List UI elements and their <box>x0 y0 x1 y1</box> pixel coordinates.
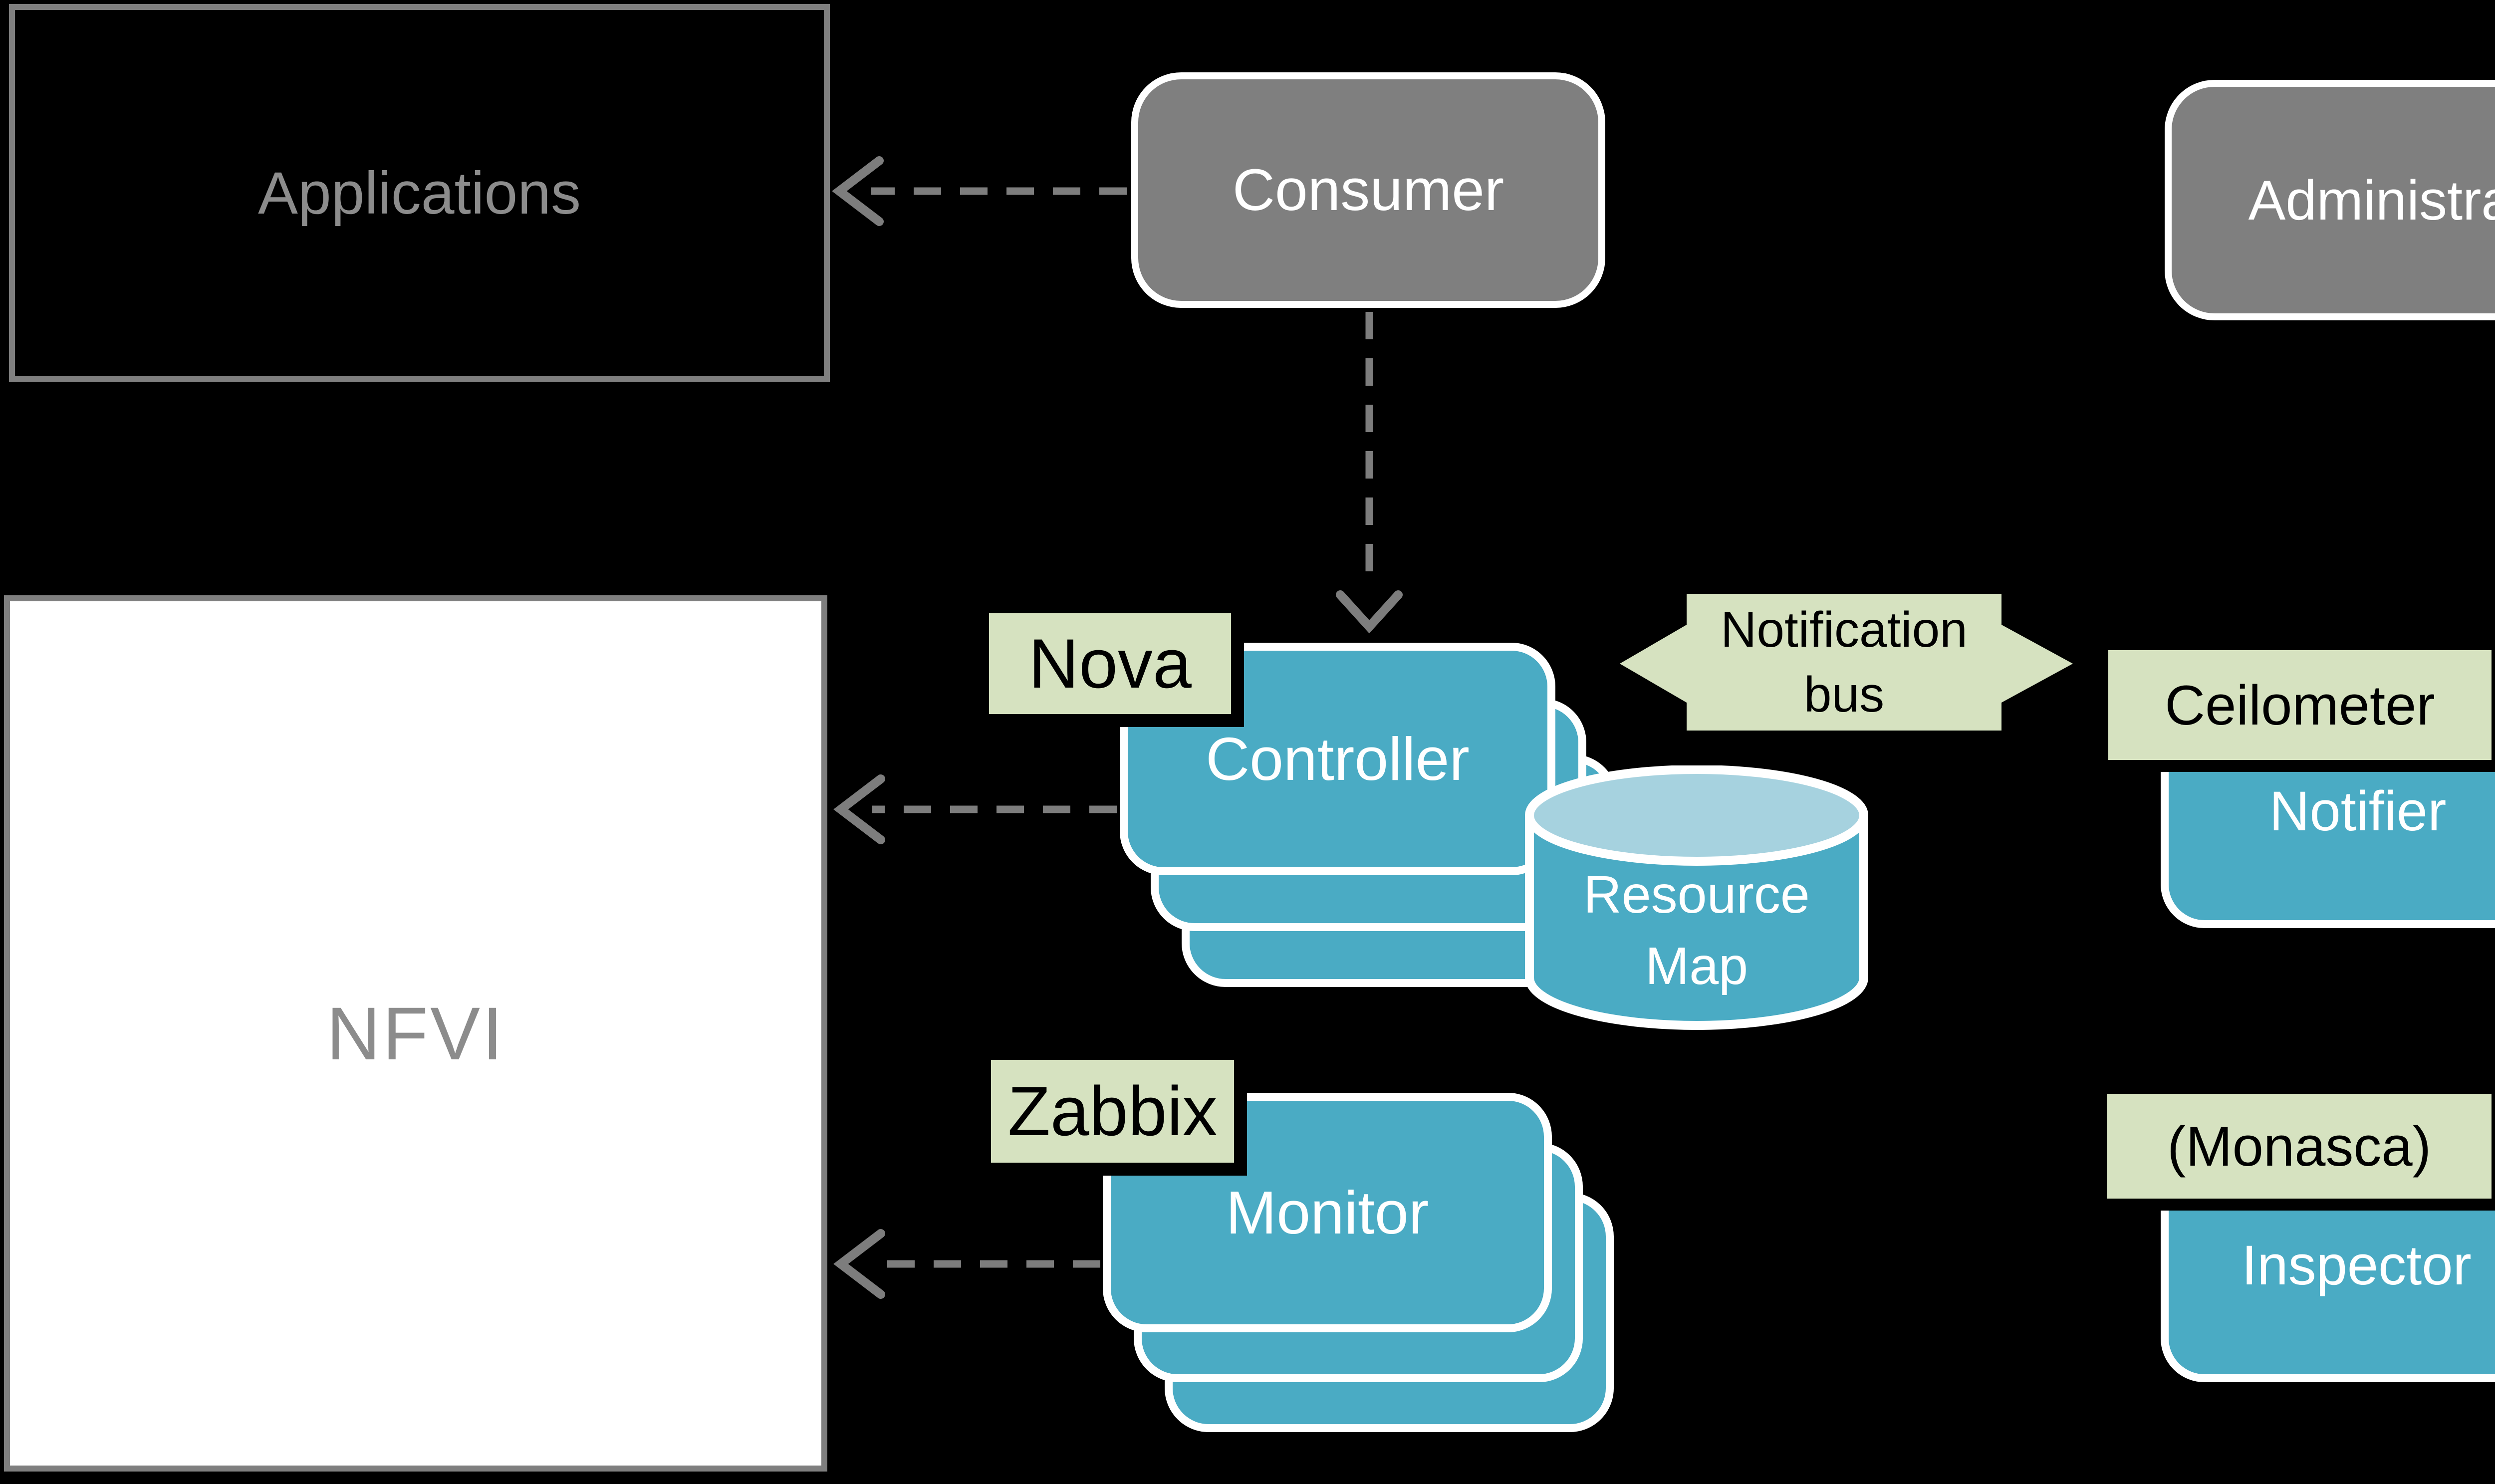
ceilometer-tag: Ceilometer <box>2104 646 2495 764</box>
resource-map-cylinder-icon <box>1525 765 1868 1030</box>
notification-bus-line1: Notification <box>1721 602 1968 658</box>
arrowhead-left-nfvi-upper-icon <box>833 774 885 844</box>
monitor-label: Monitor <box>1226 1179 1429 1246</box>
applications-box: Applications <box>9 4 830 382</box>
monasca-tag: (Monasca) <box>2103 1090 2495 1203</box>
nova-tag-label: Nova <box>1028 624 1192 703</box>
notification-bus-label: Notification bus <box>1684 594 2004 731</box>
inspector-label: Inspector <box>2242 1234 2472 1296</box>
monasca-tag-label: (Monasca) <box>2167 1115 2432 1178</box>
arrowhead-left-applications-icon <box>832 156 884 226</box>
controller-label: Controller <box>1206 725 1470 793</box>
zabbix-tag: Zabbix <box>986 1055 1239 1168</box>
arrowhead-left-nfvi-lower-icon <box>833 1229 885 1299</box>
notification-bus-line2: bus <box>1803 667 1885 723</box>
applications-label: Applications <box>257 160 581 227</box>
nova-tag: Nova <box>984 608 1236 719</box>
notification-bus-arrow <box>1620 594 2073 731</box>
nfvi-label: NFVI <box>326 991 505 1075</box>
consumer-box: Consumer <box>1131 72 1605 308</box>
notifier-label: Notifier <box>2269 779 2447 842</box>
arrowhead-down-controller-icon <box>1336 590 1403 634</box>
ceilometer-tag-label: Ceilometer <box>2165 674 2435 737</box>
nfvi-box: NFVI <box>4 595 827 1472</box>
zabbix-tag-label: Zabbix <box>1007 1072 1218 1150</box>
administrator-label: Administrator <box>2248 169 2495 232</box>
consumer-label: Consumer <box>1232 157 1504 223</box>
administrator-box: Administrator <box>2165 80 2495 320</box>
